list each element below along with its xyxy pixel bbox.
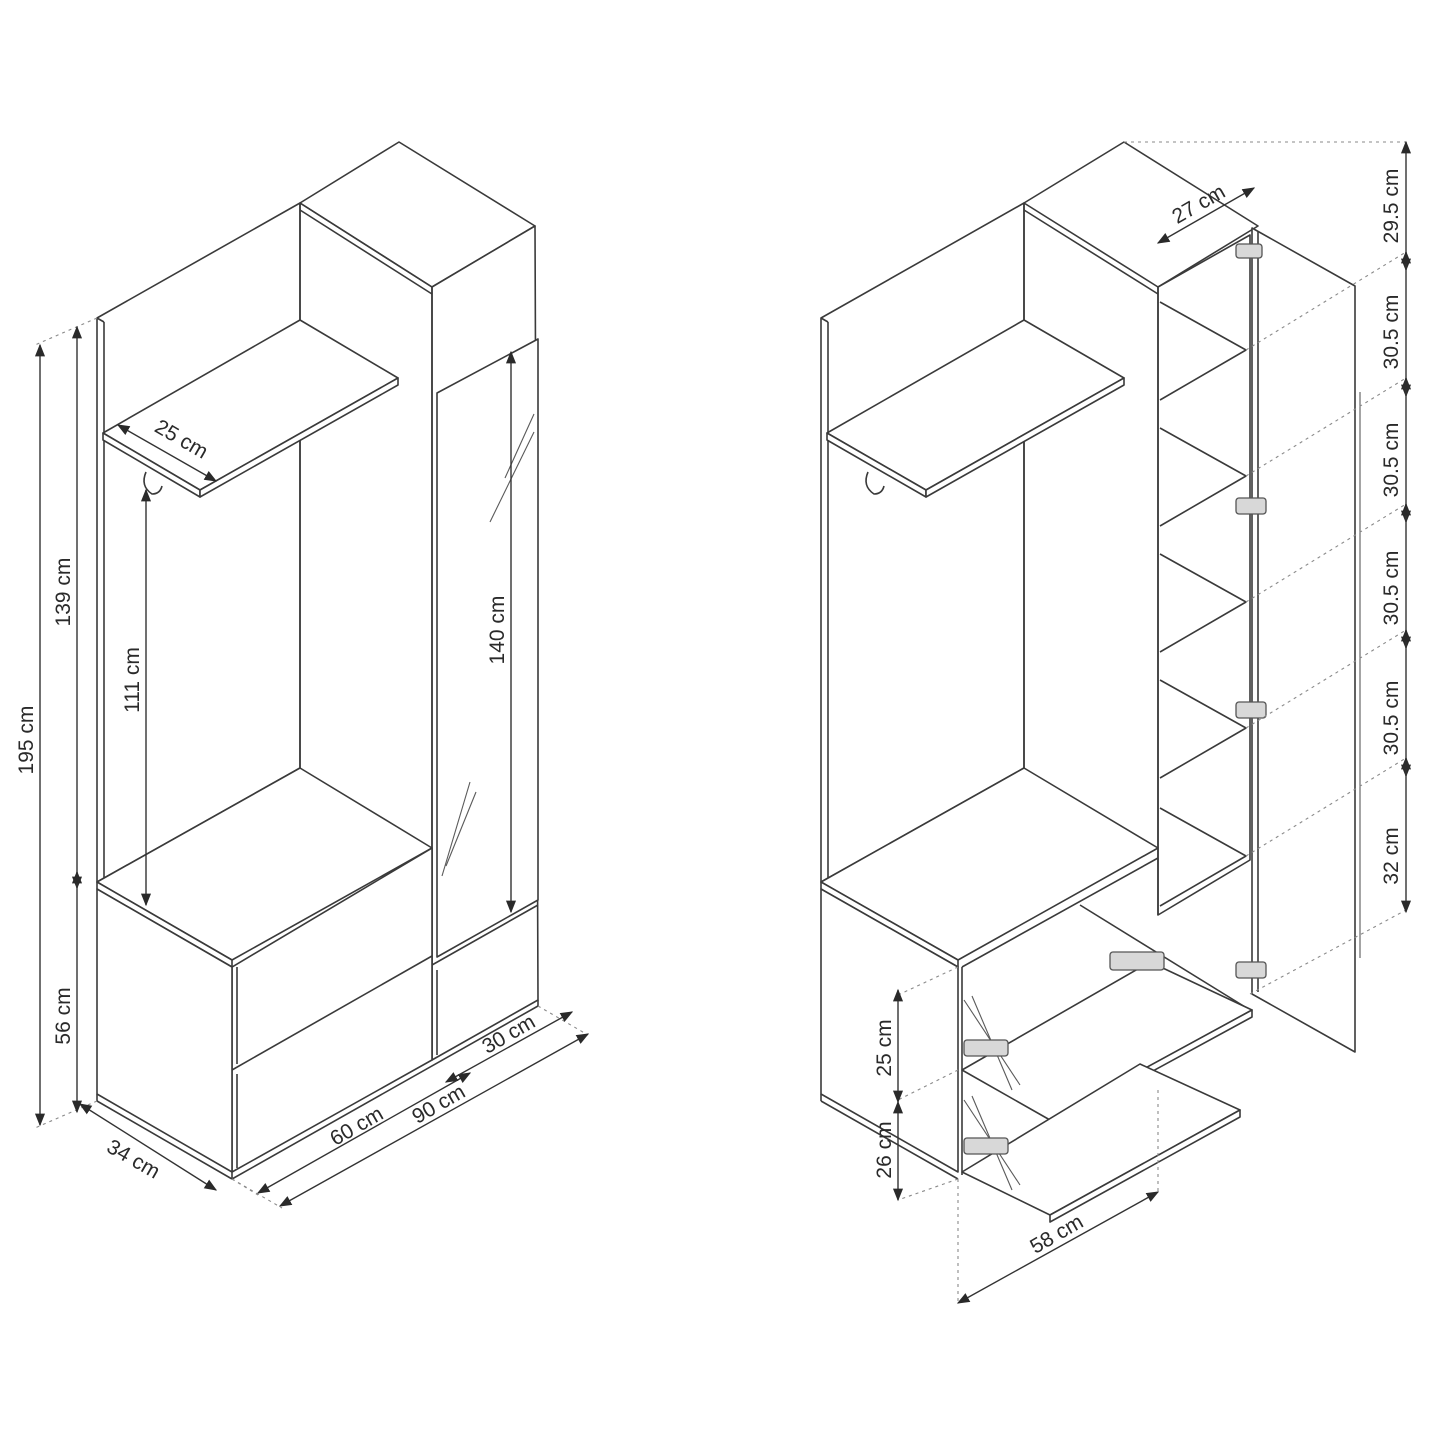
svg-text:26 cm: 26 cm [873,1121,896,1178]
dimension-flap-lower: 26 cm [873,1100,959,1202]
dimension-upper-height: 139 cm [52,325,83,890]
right-wardrobe-view: 27 cm 29.5 cm 30.5 cm 30.5 cm 30.5 cm 30… [820,140,1412,1305]
svg-text:140 cm: 140 cm [486,596,509,665]
svg-text:29.5 cm: 29.5 cm [1380,169,1403,244]
open-column-interior [1157,234,1251,916]
svg-text:30.5 cm: 30.5 cm [1380,551,1403,626]
left-side-panel [96,202,301,883]
svg-text:30.5 cm: 30.5 cm [1380,681,1403,756]
dimension-flap-upper: 25 cm [873,966,959,1104]
dimension-lower-height: 56 cm [52,870,83,1114]
svg-text:139 cm: 139 cm [52,558,75,627]
door-hinge-icon [1235,243,1267,979]
open-door [1251,227,1356,1053]
svg-text:30.5 cm: 30.5 cm [1380,295,1403,370]
flap-stay-icon [963,951,1165,1191]
svg-text:30.5 cm: 30.5 cm [1380,423,1403,498]
dimension-total-height: 195 cm [15,317,98,1129]
coat-hook-icon [865,471,885,495]
svg-text:195 cm: 195 cm [15,706,38,775]
svg-text:111 cm: 111 cm [121,647,144,713]
svg-text:90 cm: 90 cm [408,1080,469,1129]
svg-text:32 cm: 32 cm [1380,827,1403,884]
right-column-top [1023,141,1259,288]
dimension-door-height: 140 cm [486,350,517,914]
svg-text:25 cm: 25 cm [873,1019,896,1076]
svg-text:34 cm: 34 cm [103,1135,164,1184]
left-wardrobe-view: 195 cm 139 cm 56 cm 25 cm 111 cm 140 cm [15,141,590,1209]
dimension-shelf-chain: 29.5 cm 30.5 cm 30.5 cm 30.5 cm 30.5 cm … [1124,140,1412,995]
dimension-rail-height: 111 cm [121,488,152,907]
svg-text:56 cm: 56 cm [52,987,75,1044]
right-side-panel [820,202,1025,883]
